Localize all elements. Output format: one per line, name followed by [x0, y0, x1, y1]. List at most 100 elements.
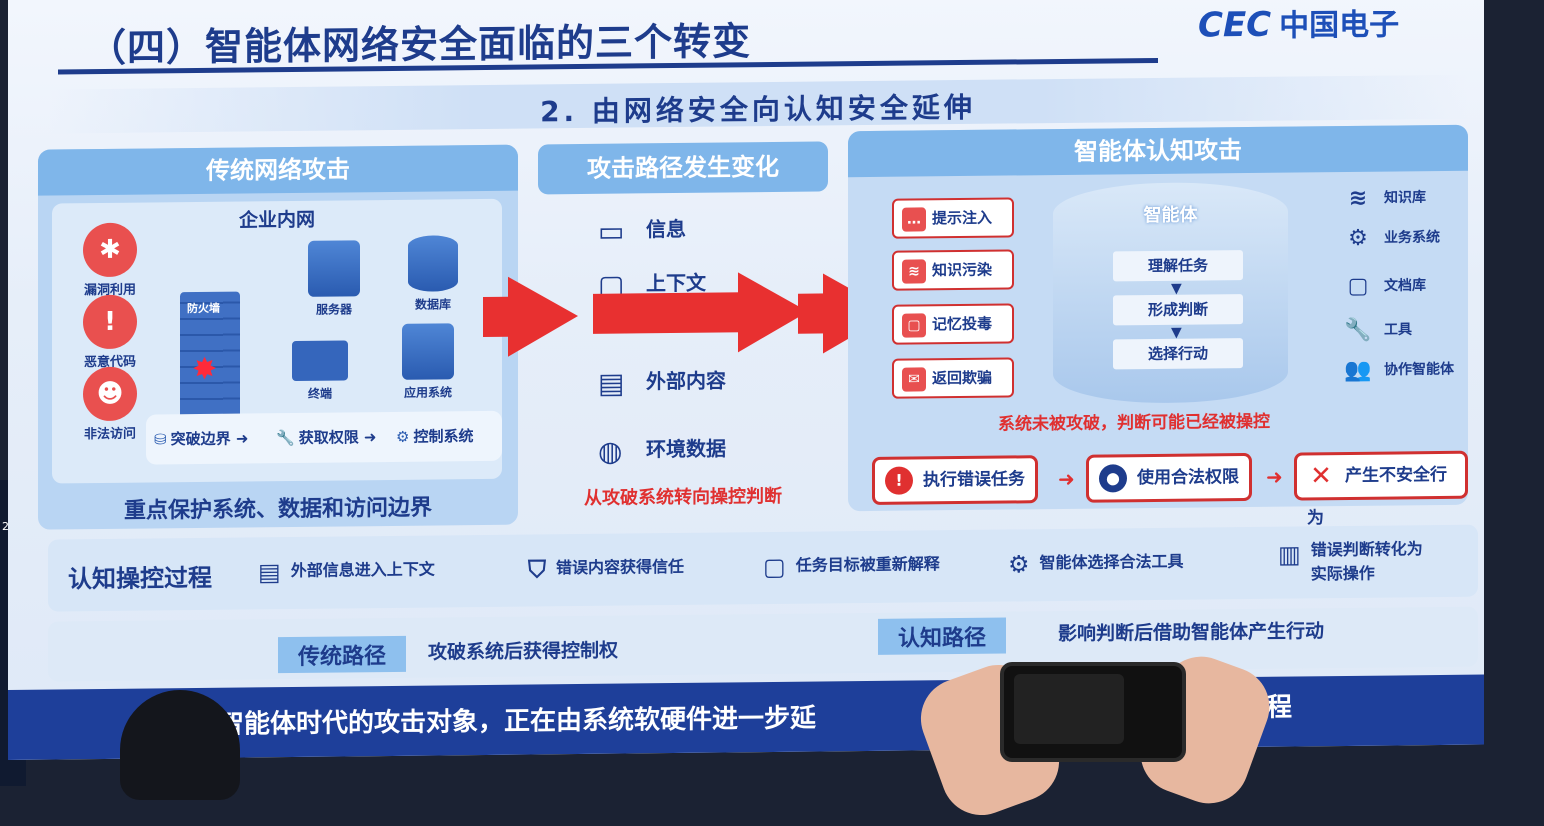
- node-label: 服务器: [315, 302, 352, 317]
- step-act: 选择行动: [1113, 338, 1243, 370]
- globe-icon: ◍: [598, 434, 623, 468]
- attack-knowledge-poisoning: ≋ 知识污染: [892, 249, 1014, 291]
- document-icon: …: [902, 206, 926, 232]
- arrow-right-icon: ➜: [1058, 466, 1075, 492]
- database-icon: [408, 235, 458, 292]
- threat-illegal-access: ☻ 非法访问: [70, 366, 150, 443]
- process-label: 外部信息进入上下文: [290, 559, 435, 581]
- consequence-unsafe-behavior: ✕产生不安全行为: [1294, 450, 1468, 528]
- firewall-label: 防火墙: [187, 301, 220, 316]
- process-label: 任务目标被重新解释: [795, 554, 940, 575]
- server-gear-icon: ⚙: [1348, 225, 1368, 251]
- consequence-label: 使用合法权限: [1137, 467, 1239, 489]
- red-arrow-icon: [508, 276, 578, 357]
- attack-path-footer: 从攻破系统转向操控判断: [584, 485, 782, 509]
- red-arrow-shaft: [593, 292, 743, 334]
- alert-icon: !: [885, 466, 913, 495]
- attack-label: 知识污染: [932, 260, 993, 280]
- traditional-path-text: 攻破系统后获得控制权: [428, 639, 619, 664]
- bar-chart-icon: ▥: [1278, 540, 1301, 569]
- process-label: 错误内容获得信任: [556, 556, 685, 578]
- attack-path-header: 攻击路径发生变化: [538, 141, 828, 195]
- consequence-label: 执行错误任务: [923, 469, 1025, 491]
- mid-item-label: 信息: [646, 216, 686, 242]
- cross-icon: ✕: [1307, 461, 1335, 491]
- flow-label: 控制系统: [413, 427, 474, 446]
- flow-breach: ⛁突破边界 ➜: [154, 429, 249, 449]
- resource-knowledge-base: ≋ 知识库: [1338, 185, 1426, 211]
- phone-screen: [1014, 674, 1124, 744]
- process-step-3: ▢任务目标被重新解释: [763, 550, 940, 580]
- shield-icon: ⛉: [528, 554, 546, 584]
- resource-label: 知识库: [1384, 189, 1426, 207]
- step-judge: 形成判断: [1113, 294, 1243, 326]
- resource-tools: 🔧工具: [1338, 317, 1412, 343]
- mid-item-label: 外部内容: [646, 368, 726, 394]
- document-icon: ▤: [258, 557, 281, 586]
- attack-prompt-injection: … 提示注入: [892, 197, 1014, 239]
- gear-icon: ⚙: [396, 427, 410, 446]
- flow-label: 突破边界: [170, 429, 231, 449]
- app-system-node: 应用系统: [402, 323, 454, 401]
- mid-item-label: 上下文: [646, 270, 706, 296]
- cognitive-path-text: 影响判断后借助智能体产生行动: [1058, 620, 1325, 646]
- warning-text: 系统未被攻破，判断可能已经被操控: [998, 411, 1270, 435]
- bug-icon: ✱: [83, 222, 137, 278]
- mid-item-environment: ◍ 环境数据: [598, 432, 726, 468]
- cognitive-path-tag: 认知路径: [878, 617, 1007, 655]
- process-label: 智能体选择合法工具: [1039, 551, 1184, 573]
- laptop-icon: [292, 340, 348, 382]
- attack-label: 提示注入: [932, 208, 993, 228]
- resource-collab-agents: 👥协作智能体: [1338, 357, 1454, 383]
- process-label: 错误判断转化为 实际操作: [1310, 539, 1423, 584]
- terminal-node: 终端: [292, 340, 348, 402]
- users-icon: 👥: [1344, 357, 1372, 384]
- database-node: 数据库: [408, 235, 458, 313]
- logo-en: CEC: [1198, 4, 1272, 46]
- server-icon: [308, 240, 360, 297]
- consequence-legal-permission: ● 使用合法权限: [1086, 452, 1252, 503]
- traditional-attack-header: 传统网络攻击: [38, 144, 518, 196]
- database-lock-icon: ⛁: [154, 430, 167, 449]
- message-icon: ▭: [598, 214, 625, 248]
- attack-label: 返回欺骗: [932, 368, 993, 388]
- resource-label: 文档库: [1384, 277, 1426, 295]
- cognitive-attack-panel: 智能体认知攻击 …提示注入 ≋知识污染 ▢记忆投毒 ✉返回欺骗 智能体 理解任务…: [848, 124, 1468, 528]
- layers-icon: ≋: [1348, 185, 1368, 211]
- attack-flow: ⛁突破边界 ➜ 🔧获取权限 ➜ ⚙控制系统: [146, 410, 502, 465]
- resource-document-library: ▢ 文档库: [1338, 273, 1426, 299]
- process-title: 认知操控过程: [68, 563, 212, 594]
- layers-icon: ≋: [902, 258, 926, 284]
- attack-memory-poisoning: ▢记忆投毒: [892, 303, 1014, 345]
- folder-icon: ▢: [1347, 273, 1369, 299]
- process-step-5: ▥ 错误判断转化为 实际操作: [1278, 535, 1468, 585]
- attack-return-deception: ✉返回欺骗: [892, 357, 1014, 399]
- flow-control: ⚙控制系统: [396, 425, 473, 447]
- node-label: 应用系统: [403, 385, 452, 400]
- server-node: 服务器: [308, 240, 360, 318]
- app-server-icon: [402, 323, 454, 380]
- attack-label: 记忆投毒: [932, 314, 993, 334]
- process-step-1: ▤ 外部信息进入上下文: [258, 556, 435, 586]
- paths-comparison: 传统路径 攻破系统后获得控制权 认知路径 影响判断后借助智能体产生行动: [48, 606, 1478, 682]
- smartphone: [1000, 662, 1186, 762]
- flow-label: 获取权限: [298, 428, 359, 447]
- threat-malware: ! 恶意代码: [70, 294, 150, 371]
- wrench-icon: 🔧: [1344, 317, 1372, 344]
- hacker-icon: ☻: [83, 366, 137, 422]
- user-icon: ●: [1099, 464, 1127, 493]
- agent-title: 智能体: [1143, 204, 1198, 227]
- image-icon: ▤: [598, 366, 625, 400]
- traditional-attack-panel: 传统网络攻击 企业内网 ✱ 漏洞利用 ! 恶意代码 ☻ 非法访问 防火墙 ✸ 服…: [38, 144, 518, 530]
- node-label: 数据库: [414, 297, 451, 312]
- process-step-2: ⛉ 错误内容获得信任: [528, 553, 684, 583]
- alert-icon: !: [83, 294, 137, 350]
- mid-item-label: 环境数据: [646, 436, 726, 462]
- agent-core: 智能体 理解任务 ▼ 形成判断 ▼ 选择行动: [1053, 181, 1288, 405]
- gear-icon: ⚙: [1008, 549, 1030, 579]
- explosion-icon: ✸: [192, 351, 218, 388]
- cognitive-manipulation-process: 认知操控过程 ▤ 外部信息进入上下文 ⛉ 错误内容获得信任 ▢任务目标被重新解释 ⚙…: [48, 524, 1478, 612]
- threat-exploit: ✱ 漏洞利用: [70, 222, 150, 299]
